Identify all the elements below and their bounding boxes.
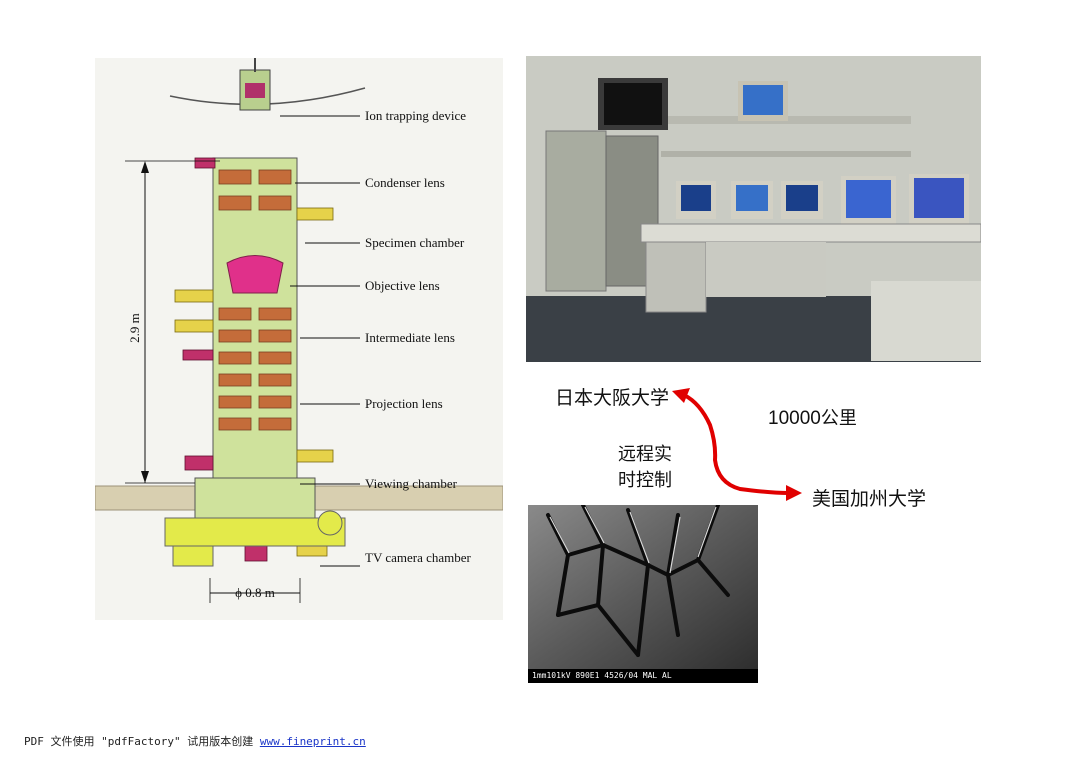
fineprint-link[interactable]: www.fineprint.cn [259,735,366,748]
distance-label: 10000公里 [768,404,857,430]
remote-control-label: 远程实时控制 [618,444,672,491]
pdf-footer: PDF 文件使用 "pdfFactory" 试用版本创建 www.finepri… [24,733,366,749]
distance-unit: 公里 [820,408,857,429]
label-objective-lens: Objective lens [365,278,440,293]
double-headed-arrow-icon [672,388,802,501]
label-ion-trapping-device: Ion trapping device [365,108,467,123]
label-projection-lens: Projection lens [365,396,443,411]
height-dimension-label: 2.9 m [127,313,142,343]
sem-micrograph: 1mm101kV 890E1 4526/04 MAL AL [528,505,758,683]
microscope-diagram: 2.9 m ϕ 0.8 m [94,58,504,620]
label-specimen-chamber: Specimen chamber [365,235,465,250]
sem-micrograph-drawing [528,505,758,669]
label-condenser-lens: Condenser lens [365,175,445,190]
sem-scale-caption: 1mm101kV 890E1 4526/04 MAL AL [528,669,758,683]
footer-text: PDF 文件使用 "pdfFactory" 试用版本创建 [24,735,260,748]
label-tv-camera-chamber: TV camera chamber [365,550,471,565]
width-dimension-label: ϕ 0.8 m [235,585,275,600]
lab-photo-drawing [526,56,981,362]
distance-number: 10000 [768,408,821,429]
microscope-column-drawing: 2.9 m ϕ 0.8 m [94,58,504,603]
lab-photo [526,56,981,362]
california-university-label: 美国加州大学 [812,488,927,510]
osaka-university-label: 日本大阪大学 [555,387,670,409]
label-intermediate-lens: Intermediate lens [365,330,455,345]
label-viewing-chamber: Viewing chamber [365,476,457,491]
